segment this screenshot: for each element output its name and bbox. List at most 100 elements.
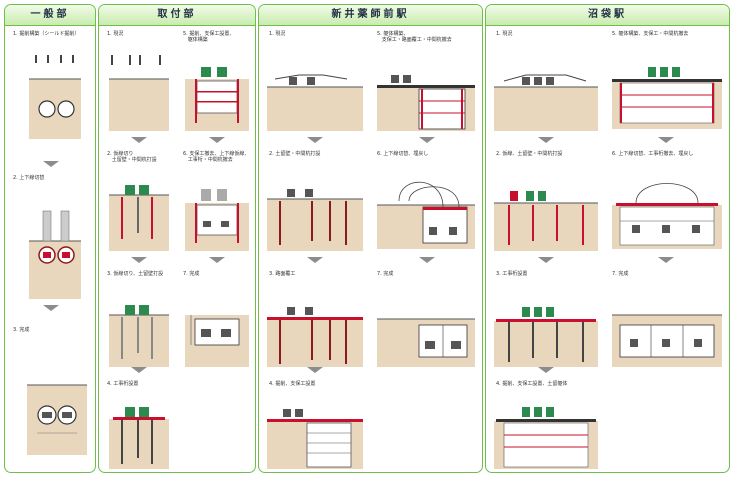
panel-title: 新井薬師前駅 <box>259 5 482 26</box>
arrow-down-icon <box>131 137 147 143</box>
step-caption: 5. 躯体構築、 支保工・路面覆工・中間杭撤去 <box>377 31 452 43</box>
step-diagram <box>109 407 169 469</box>
step-diagram <box>494 407 598 469</box>
arrow-down-icon <box>43 161 59 167</box>
step-caption: 1. 掘削構築（シールド掘削） <box>13 31 80 37</box>
arrow-down-icon <box>43 305 59 311</box>
step-caption: 6. 上下線切替、埋戻し <box>377 151 429 157</box>
step-diagram <box>612 183 722 249</box>
step-caption: 6. 支保工撤去、上下線仮線、 工事桁・中間杭撤去 <box>183 151 250 163</box>
arrow-down-icon <box>307 367 323 373</box>
step-diagram <box>109 55 169 131</box>
step-2: 2. 土留壁・中間杭打設 <box>259 147 369 255</box>
arrow-down-icon <box>307 137 323 143</box>
step-diagram <box>267 409 363 469</box>
step-caption: 1. 現況 <box>269 31 286 37</box>
step-caption: 1. 現況 <box>496 31 513 37</box>
step-7: 7. 完成 <box>606 267 728 371</box>
arrow-down-icon <box>307 257 323 263</box>
step-6: 6. 支保工撤去、上下線仮線、 工事桁・中間杭撤去 <box>177 147 255 255</box>
step-caption: 7. 完成 <box>183 271 200 277</box>
step-7: 7. 完成 <box>177 267 255 371</box>
arrow-down-icon <box>538 367 554 373</box>
step-diagram <box>109 305 169 367</box>
panel-title: 沼袋駅 <box>486 5 729 26</box>
panel-approach-section: 取付部 1. 現況 2. 仮線切り 土留壁・中間杭打設 3. 仮線切り、土留壁打… <box>98 4 256 473</box>
arrow-down-icon <box>131 257 147 263</box>
step-caption: 1. 現況 <box>107 31 124 37</box>
step-diagram <box>494 74 598 131</box>
step-4: 4. 掘削、支保工設置 <box>259 377 369 472</box>
step-1: 1. 掘削構築（シールド掘削） <box>5 27 95 147</box>
step-4: 4. 工事桁設置 <box>99 377 177 472</box>
step-2: 2. 仮線切り 土留壁・中間杭打設 <box>99 147 177 255</box>
step-3: 3. 仮線切り、土留壁打設 <box>99 267 177 371</box>
step-caption: 5. 掘削、支保工設置、 躯体構築 <box>183 31 235 43</box>
step-diagram <box>494 191 598 251</box>
step-caption: 2. 土留壁・中間杭打設 <box>269 151 321 157</box>
shield-tunnel-right <box>57 100 75 118</box>
step-caption: 2. 仮線、土留壁・中間杭打設 <box>496 151 563 157</box>
step-diagram <box>612 67 722 129</box>
step-3: 3. 工事桁設置 <box>486 267 604 371</box>
step-caption: 7. 完成 <box>612 271 629 277</box>
panel-title: 取付部 <box>99 5 255 26</box>
shield-tunnel-left <box>38 100 56 118</box>
step-diagram <box>267 189 363 251</box>
arrow-down-icon <box>538 257 554 263</box>
step-diagram <box>185 315 249 367</box>
panel-araiyakushimae-station: 新井薬師前駅 1. 現況 2. 土留壁・中間杭打設 3. 路面覆工 <box>258 4 483 473</box>
step-3: 3. 路面覆工 <box>259 267 369 371</box>
step-diagram <box>27 384 87 455</box>
step-diagram <box>494 307 598 367</box>
step-caption: 3. 仮線切り、土留壁打設 <box>107 271 164 277</box>
step-caption: 3. 路面覆工 <box>269 271 296 277</box>
step-caption: 3. 工事桁設置 <box>496 271 528 277</box>
step-6: 6. 上下線切替、埋戻し <box>371 147 481 255</box>
step-1: 1. 現況 <box>259 27 369 135</box>
step-2: 2. 仮線、土留壁・中間杭打設 <box>486 147 604 255</box>
step-caption: 7. 完成 <box>377 271 394 277</box>
panel-general-section: 一般部 1. 掘削構築（シールド掘削） 2. 上下線切替 <box>4 4 96 473</box>
step-1: 1. 現況 <box>486 27 604 135</box>
step-diagram <box>612 314 722 367</box>
arrow-down-icon <box>538 137 554 143</box>
step-2: 2. 上下線切替 <box>5 171 95 301</box>
step-diagram <box>109 185 169 251</box>
step-diagram <box>377 318 475 367</box>
arrow-down-icon <box>658 257 674 263</box>
step-caption: 4. 工事桁設置 <box>107 381 139 387</box>
track-markers <box>35 55 74 63</box>
step-4: 4. 掘削、支保工設置、土留躯体 <box>486 377 604 472</box>
arrow-down-icon <box>209 137 225 143</box>
step-diagram <box>267 307 363 367</box>
step-caption: 2. 上下線切替 <box>13 175 45 181</box>
step-3: 3. 完成 <box>5 323 95 463</box>
step-7: 7. 完成 <box>371 267 481 371</box>
arrow-down-icon <box>419 137 435 143</box>
panel-title: 一般部 <box>5 5 95 26</box>
step-diagram <box>185 189 249 251</box>
step-diagram <box>377 181 475 249</box>
arrow-down-icon <box>658 137 674 143</box>
step-diagram <box>29 55 81 139</box>
arrow-down-icon <box>209 257 225 263</box>
arrow-down-icon <box>419 257 435 263</box>
step-caption: 6. 上下線切替、工事桁撤去、埋戻し <box>612 151 694 157</box>
step-5: 5. 躯体構築、支保工・中間杭撤去 <box>606 27 728 135</box>
step-caption: 4. 掘削、支保工設置 <box>269 381 316 387</box>
step-diagram <box>377 75 475 131</box>
step-diagram <box>185 67 249 131</box>
step-caption: 2. 仮線切り 土留壁・中間杭打設 <box>107 151 157 163</box>
panel-numabukuro-station: 沼袋駅 1. 現況 2. 仮線、土留壁・中間杭打設 3. 工事桁設置 <box>485 4 730 473</box>
step-caption: 4. 掘削、支保工設置、土留躯体 <box>496 381 568 387</box>
step-1: 1. 現況 <box>99 27 177 135</box>
step-caption: 5. 躯体構築、支保工・中間杭撤去 <box>612 31 689 37</box>
step-caption: 3. 完成 <box>13 327 30 333</box>
step-diagram <box>29 210 81 299</box>
step-6: 6. 上下線切替、工事桁撤去、埋戻し <box>606 147 728 255</box>
step-diagram <box>267 74 363 131</box>
arrow-down-icon <box>131 367 147 373</box>
step-5: 5. 躯体構築、 支保工・路面覆工・中間杭撤去 <box>371 27 481 135</box>
step-5: 5. 掘削、支保工設置、 躯体構築 <box>177 27 255 135</box>
